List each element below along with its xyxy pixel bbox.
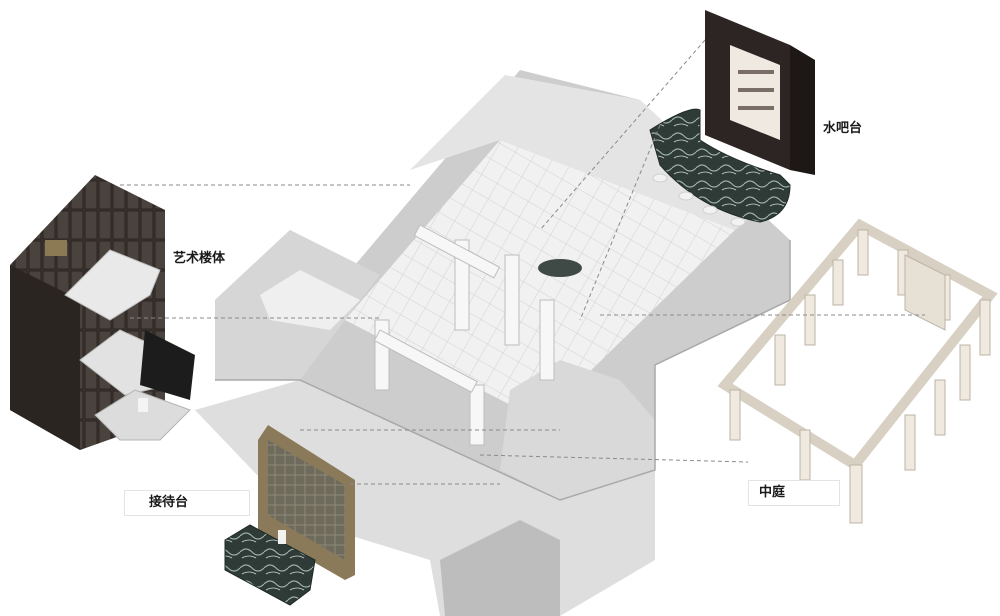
floor-grid <box>345 140 735 420</box>
frame-panel <box>904 254 946 331</box>
art-staircase-component <box>10 175 195 450</box>
bar-stools <box>652 173 746 227</box>
courtyard-label: 中庭 <box>748 480 840 506</box>
partition-walls <box>373 224 555 446</box>
courtyard-frame-component <box>717 218 998 524</box>
reception-desk <box>224 524 316 606</box>
leader-water-bar-b <box>579 124 661 321</box>
stair-black-marble <box>140 330 195 400</box>
water-bar-label: 水吧台 <box>818 116 868 142</box>
central-floor-plan <box>195 70 791 616</box>
bar-counter <box>649 108 791 223</box>
plan-table <box>538 259 582 277</box>
stair-sculpture <box>138 398 148 412</box>
stair-side-wall <box>10 265 80 450</box>
reception-label: 接待台 <box>124 490 250 516</box>
stair-flight-lower <box>94 389 191 441</box>
bar-shelves <box>738 70 774 110</box>
lower-wing <box>500 360 655 500</box>
frame-beam-ring <box>717 218 998 472</box>
reception-backdrop <box>268 440 345 560</box>
upper-wing <box>410 75 760 230</box>
stair-flight-upper <box>64 249 161 321</box>
frame-columns <box>729 229 991 524</box>
entry-ramp <box>440 520 560 616</box>
art-staircase-label: 艺术楼体 <box>168 246 231 272</box>
leader-courtyard <box>479 454 749 463</box>
left-room <box>260 270 360 330</box>
reception-sculpture <box>278 530 286 544</box>
leader-lines <box>120 39 925 485</box>
outline <box>215 240 791 501</box>
water-bar-component <box>649 10 815 227</box>
stair-plaque <box>45 240 67 256</box>
bar-wall-side <box>790 45 815 175</box>
reception-component <box>224 425 355 606</box>
bar-shelf-niche <box>730 45 780 140</box>
